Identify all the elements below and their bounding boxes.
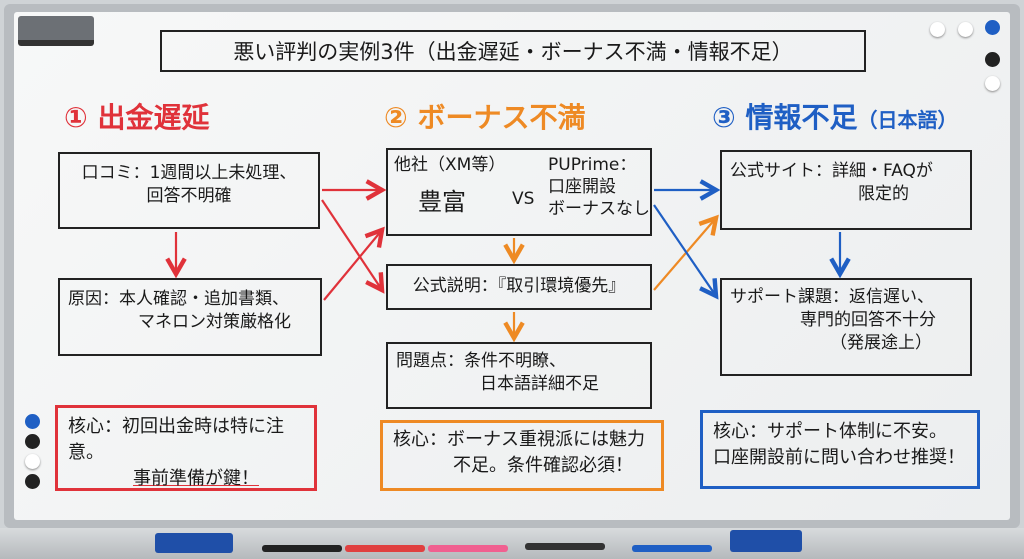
heading-bonus-dissatisfaction: ② ボーナス不満 [384,101,586,134]
arrow-orange [653,218,716,291]
text-line: 専門的回答不十分 [800,309,936,330]
text-line: 回答不明確 [146,185,232,206]
text-line: 事前準備が鍵！ [133,468,259,490]
heading-info-shortage: ③ 情報不足（日本語） [712,96,957,136]
text-line: 不足。条件確認必須！ [453,455,633,477]
heading-sub: （日本語） [857,108,958,132]
text-line: 口座開設前に問い合わせ推奨！ [713,447,965,469]
text-line: 限定的 [858,183,909,204]
magnet [25,434,40,449]
problem-box: 問題点：条件不明瞭、日本語詳細不足 [386,342,652,409]
marker-blue [632,545,712,552]
core-box-orange: 核心：ボーナス重視派には魅力不足。条件確認必須！ [380,420,664,491]
cause-box: 原因：本人確認・追加書類、マネロン対策厳格化 [58,278,322,356]
magnet [985,52,1000,67]
review-box: 口コミ：1週間以上未処理、回答不明確 [58,152,320,229]
arrow-red [321,199,382,290]
text-line: ボーナスなし [548,199,650,220]
arrow-red [323,230,382,301]
magnet [25,474,40,489]
text-line: 口コミ：1週間以上未処理、 [81,163,297,183]
page-title: 悪い評判の実例3件（出金遅延・ボーナス不満・情報不足） [160,30,866,72]
text-line: 日本語詳細不足 [480,373,599,394]
support-issue-box: サポート課題：返信遅い、専門的回答不十分（発展途上） [720,278,972,376]
text-line: 他社（XM等） [394,155,506,175]
text-line: 公式サイト：詳細・FAQが [730,161,933,181]
magnet [25,454,40,469]
vs-label: VS [512,189,535,209]
text-line: 核心：初回出金時は特に注意。 [68,416,284,464]
marker-black [525,543,605,550]
text-line: 核心：サポート体制に不安。 [713,421,947,442]
text-line: サポート課題：返信遅い、 [730,287,934,307]
heading-withdrawal-delay: ① 出金遅延 [64,101,210,134]
magnet [985,20,1000,35]
text-line: （発展途上） [830,332,932,353]
official-site-box: 公式サイト：詳細・FAQが限定的 [720,150,972,230]
text-line: 豊富 [418,188,466,216]
magnet [958,22,973,37]
eraser-tray [730,530,802,552]
marker-black [262,545,342,552]
eraser-top [18,16,94,46]
core-box-blue: 核心：サポート体制に不安。口座開設前に問い合わせ推奨！ [700,410,980,489]
text-line: 核心：ボーナス重視派には魅力 [393,429,645,450]
text-line: 原因：本人確認・追加書類、 [68,289,289,309]
magnet [25,414,40,429]
core-box-red: 核心：初回出金時は特に注意。事前準備が鍵！ [55,405,317,491]
magnet [985,76,1000,91]
comparison-box: 他社（XM等） 豊富 VS PUPrime：口座開設ボーナスなし [386,148,652,236]
official-explanation-box: 公式説明：『取引環境優先』 [386,264,652,310]
text-line: PUPrime： [548,155,637,175]
magnet [930,22,945,37]
marker-red [345,545,425,552]
marker-pink [428,545,508,552]
text-line: 問題点：条件不明瞭、 [396,351,566,371]
text-line: マネロン対策厳格化 [138,311,291,332]
eraser-tray [155,533,233,553]
text-line: 口座開設 [548,177,616,198]
arrow-blue [653,204,716,296]
heading-text: ③ 情報不足 [712,101,858,134]
